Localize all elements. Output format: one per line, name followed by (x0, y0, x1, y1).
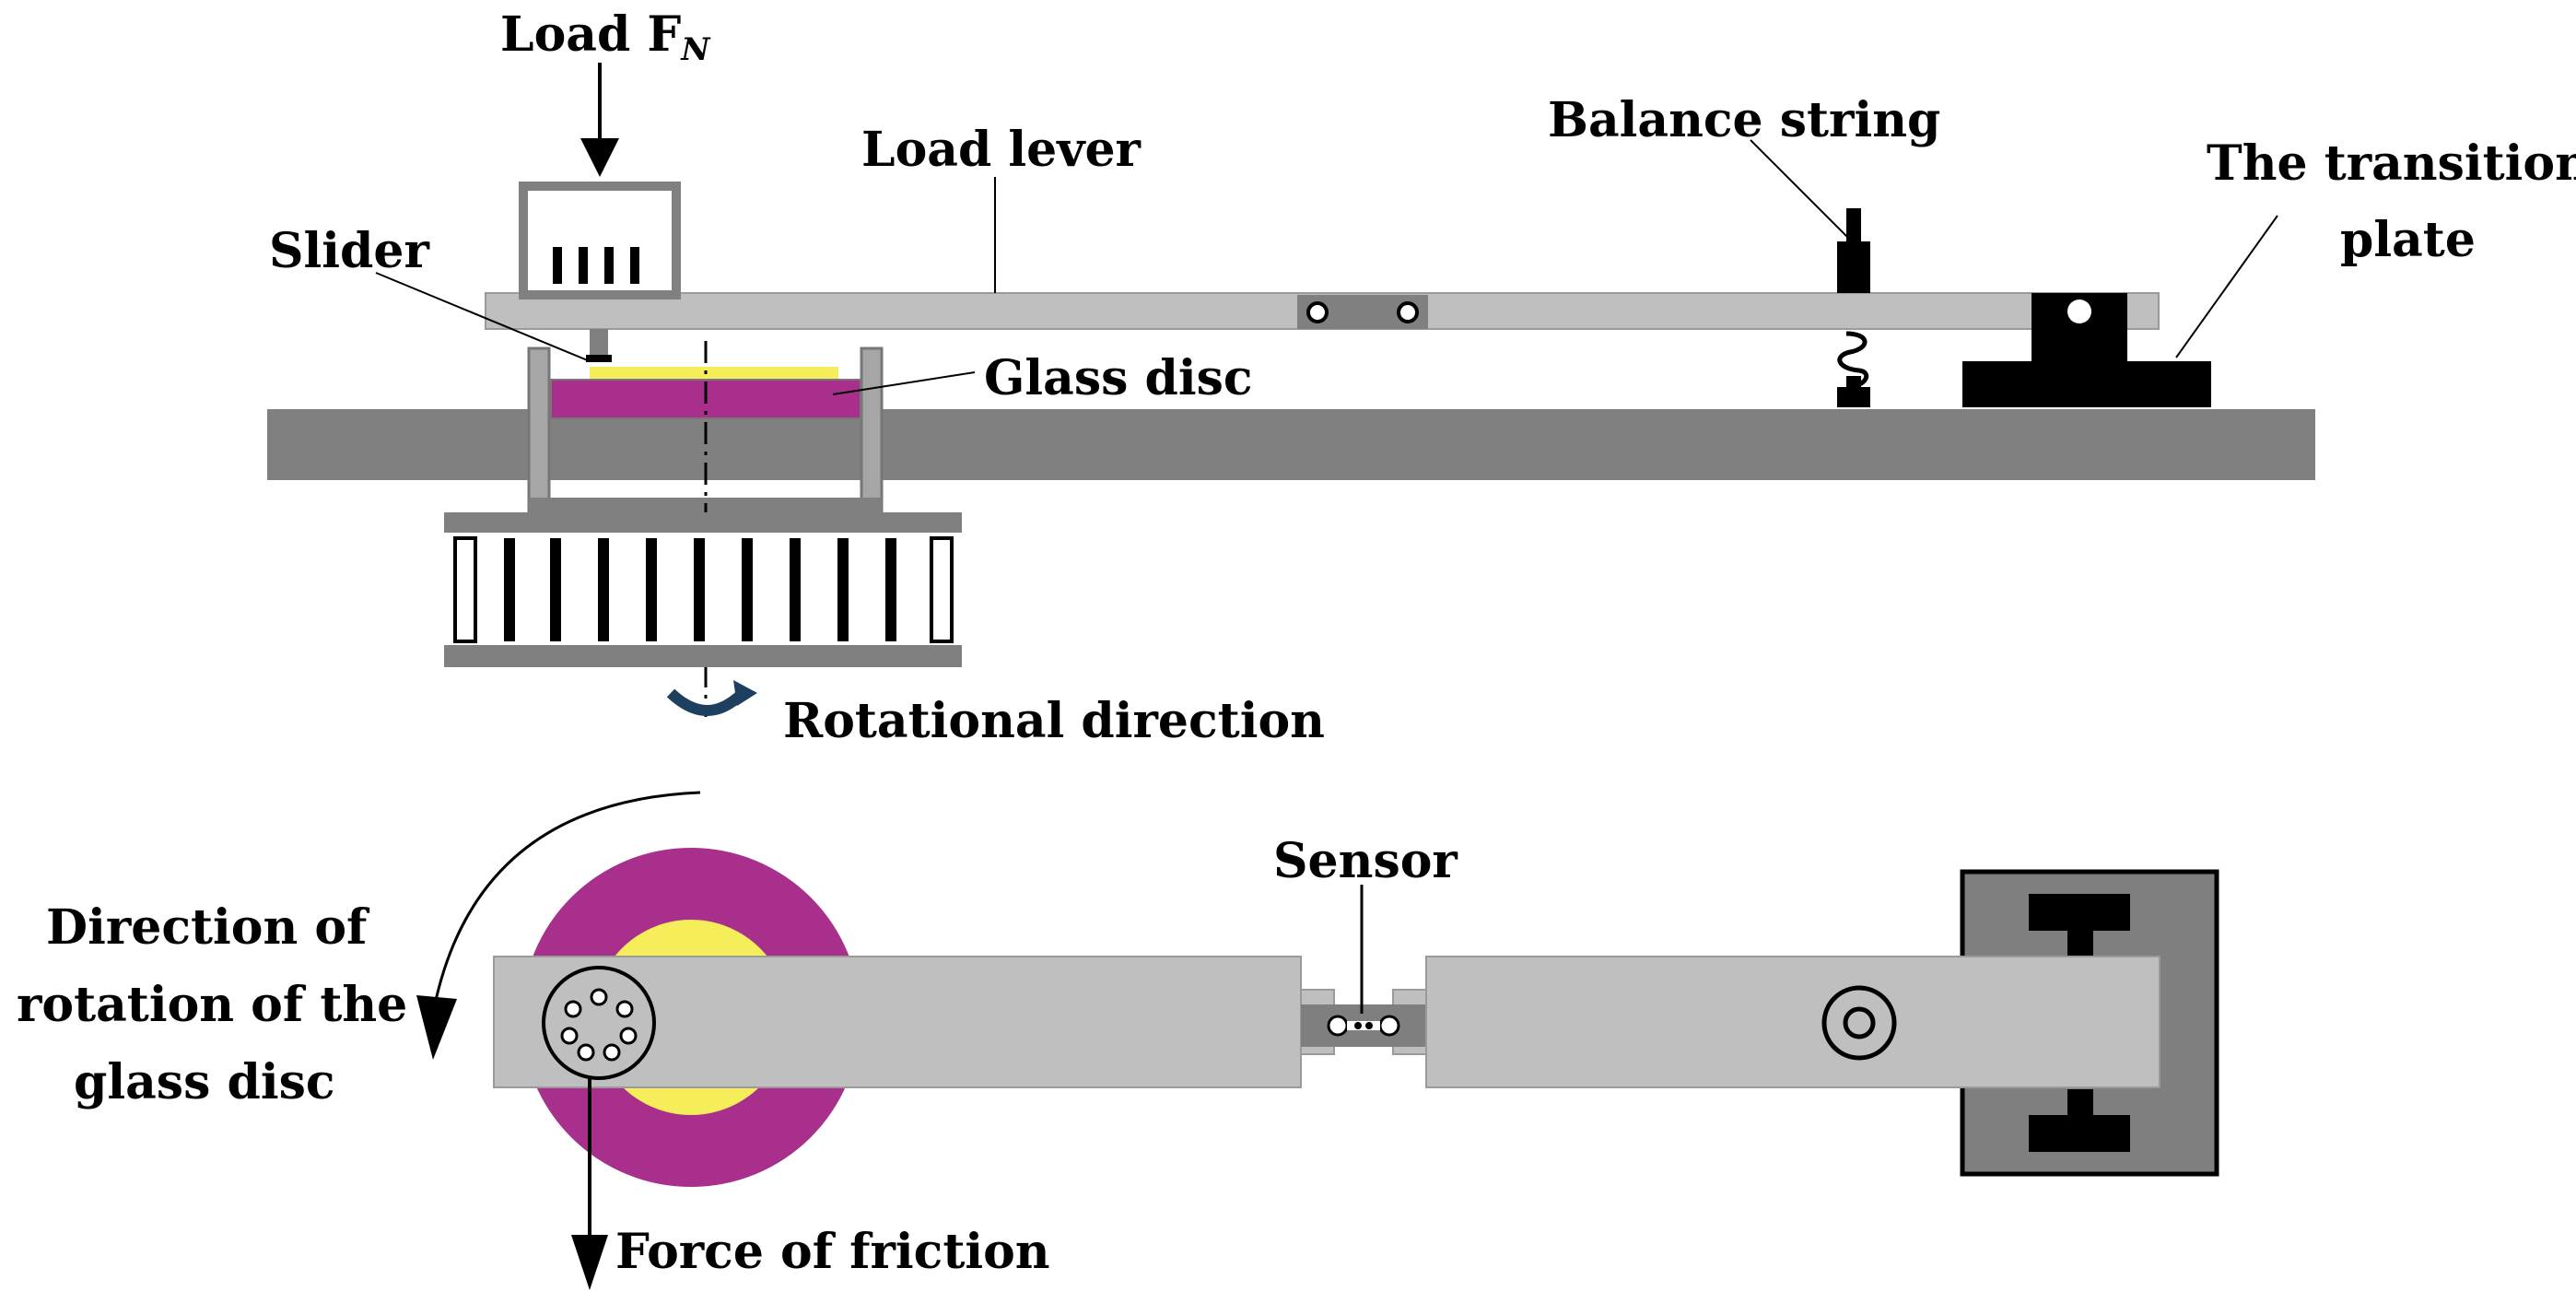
load-arrow-head (580, 138, 619, 177)
top-right-arm (1425, 956, 2160, 1088)
balance-string-label: Balance string (1548, 92, 1940, 148)
load-weight (519, 182, 681, 299)
sensor-label: Sensor (1273, 833, 1458, 889)
top-sensor (1300, 989, 1427, 1055)
friction-force-arrow-head (571, 1235, 608, 1290)
rotation-arrow-icon (666, 680, 757, 716)
glass-disc-top (590, 367, 838, 380)
top-pivot-inner (1843, 1006, 1876, 1039)
slider-leader (375, 272, 591, 362)
load-label: Load FN (500, 6, 711, 68)
top-view: Sensor Direction of rotation of the glas… (17, 791, 2219, 1290)
balance-string (1837, 208, 1870, 407)
base-platform (267, 409, 2315, 480)
force-of-friction-label: Force of friction (615, 1224, 1050, 1280)
disc-rotation-arrow-head (416, 995, 457, 1060)
top-slider-bearing (542, 966, 656, 1080)
direction-rotation-label-line3: glass disc (74, 1054, 335, 1110)
transition-plate-label-line2: plate (2340, 212, 2476, 268)
glass-disc-label: Glass disc (984, 350, 1253, 406)
transition-plate-leader (2175, 215, 2278, 358)
motor-bearing (444, 512, 962, 667)
load-lever-label: Load lever (861, 122, 1142, 178)
side-view: Load FN Load lever Balance string The tr… (267, 6, 2576, 749)
direction-rotation-label-line1: Direction of (46, 899, 370, 956)
disc-rotation-arrow (433, 791, 701, 1005)
slider-label: Slider (269, 223, 430, 279)
slider-pin (590, 329, 608, 357)
rotational-direction-label: Rotational direction (783, 693, 1325, 749)
transition-plate (1962, 293, 2211, 407)
lever-sensor-link (1297, 295, 1428, 329)
balance-string-leader (1750, 139, 1849, 239)
glass-disc-leader (832, 371, 976, 395)
direction-rotation-label-line2: rotation of the (17, 977, 407, 1033)
transition-plate-label-line1: The transition (2207, 135, 2576, 192)
